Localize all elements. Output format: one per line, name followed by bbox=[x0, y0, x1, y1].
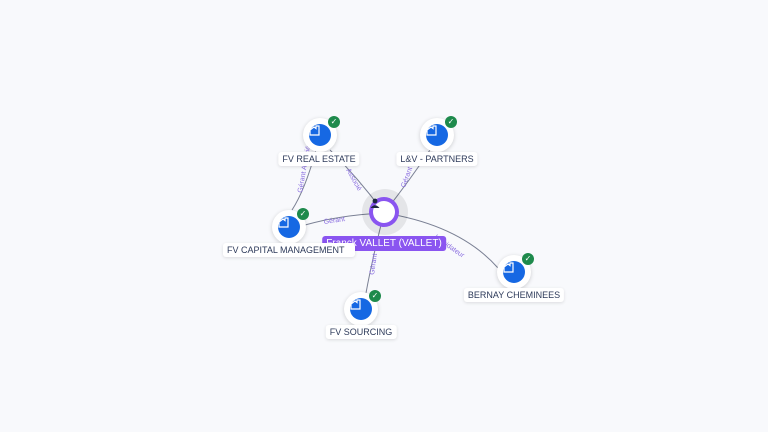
verified-check-icon: ✓ bbox=[297, 208, 309, 220]
company-node-fv-real-estate[interactable]: ✓ bbox=[303, 116, 340, 152]
person-icon bbox=[370, 198, 380, 208]
edge-bernay bbox=[383, 212, 499, 269]
building-icon bbox=[426, 125, 437, 136]
center-person-node[interactable] bbox=[369, 197, 399, 227]
verified-check-icon: ✓ bbox=[369, 290, 381, 302]
company-node-bernay[interactable]: ✓ bbox=[497, 253, 534, 289]
building-icon bbox=[350, 299, 361, 310]
edge-label: Gérant bbox=[369, 253, 379, 275]
building-icon bbox=[278, 217, 289, 228]
company-label[interactable]: L&V - PARTNERS bbox=[396, 152, 478, 166]
verified-check-icon: ✓ bbox=[328, 116, 340, 128]
company-node-fv-sourcing[interactable]: ✓ bbox=[344, 290, 381, 326]
edge-label: Gérant bbox=[400, 166, 414, 189]
company-label[interactable]: FV SOURCING bbox=[325, 325, 397, 339]
company-label[interactable]: BERNAY CHEMINEES bbox=[463, 288, 565, 302]
edge-label: Associé bbox=[344, 168, 362, 193]
verified-check-icon: ✓ bbox=[522, 253, 534, 265]
company-node-fv-capital[interactable]: ✓ bbox=[272, 208, 309, 244]
building-icon bbox=[309, 125, 320, 136]
verified-check-icon: ✓ bbox=[445, 116, 457, 128]
company-label[interactable]: FV REAL ESTATE bbox=[278, 152, 360, 166]
edge-label: Gérant bbox=[323, 216, 345, 226]
building-icon bbox=[503, 262, 514, 273]
company-node-lv-partners[interactable]: ✓ bbox=[420, 116, 457, 152]
company-label[interactable]: FV CAPITAL MANAGEMENT bbox=[223, 243, 355, 257]
